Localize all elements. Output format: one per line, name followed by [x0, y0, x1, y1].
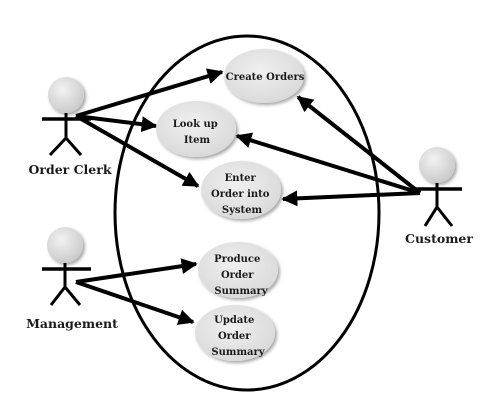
use-case-update-summary-label: Update Order Summary	[211, 315, 265, 358]
actor-management-label: Management	[26, 316, 118, 331]
association-customer-lookup	[235, 132, 421, 195]
actor-order-clerk-label: Order Clerk	[28, 162, 111, 177]
association-customer-enter	[281, 190, 421, 207]
use-case-enter-order-label: Enter Order into System	[211, 173, 273, 216]
actor-customer[interactable]: Customer	[405, 147, 473, 246]
actor-customer-leg-left	[423, 206, 439, 227]
association-management-update	[75, 280, 195, 325]
use-case-look-up-item-label: Look up Item	[173, 119, 222, 146]
association-management-produce	[75, 258, 198, 284]
use-case-update-summary-shape	[195, 305, 275, 361]
actor-management-leg-right	[63, 286, 82, 306]
actor-order-clerk-head	[48, 77, 84, 113]
use-case-update-summary[interactable]: Update Order Summary	[195, 305, 275, 361]
actor-order-clerk[interactable]: Order Clerk	[28, 77, 112, 177]
use-case-create-orders[interactable]: Create Orders	[224, 49, 305, 103]
use-case-look-up-item[interactable]: Look up Item	[156, 101, 236, 157]
actor-management-leg-left	[49, 286, 67, 306]
use-case-enter-order-shape	[201, 161, 281, 219]
use-case-create-orders-shape	[224, 49, 304, 103]
actor-order-clerk-leg-left	[48, 136, 68, 157]
association-customer-create	[296, 95, 422, 195]
actor-management[interactable]: Management	[26, 227, 118, 331]
use-case-produce-summary-shape	[198, 242, 278, 298]
use-case-produce-summary-label: Produce Order Summary	[214, 254, 269, 297]
actor-customer-head	[419, 147, 455, 183]
association-lines	[75, 68, 422, 325]
use-case-look-up-item-shape	[156, 101, 236, 157]
use-case-produce-summary[interactable]: Produce Order Summary	[198, 242, 278, 298]
association-clerk-create	[75, 68, 224, 118]
actor-customer-leg-right	[435, 206, 454, 227]
use-case-enter-order[interactable]: Enter Order into System	[201, 161, 281, 219]
association-clerk-enter	[75, 114, 200, 188]
system-boundary	[113, 34, 381, 392]
actor-customer-label: Customer	[405, 231, 473, 246]
actor-management-head	[47, 227, 83, 263]
actor-order-clerk-leg-right	[64, 137, 83, 156]
use-case-create-orders-label: Create Orders	[226, 72, 305, 83]
